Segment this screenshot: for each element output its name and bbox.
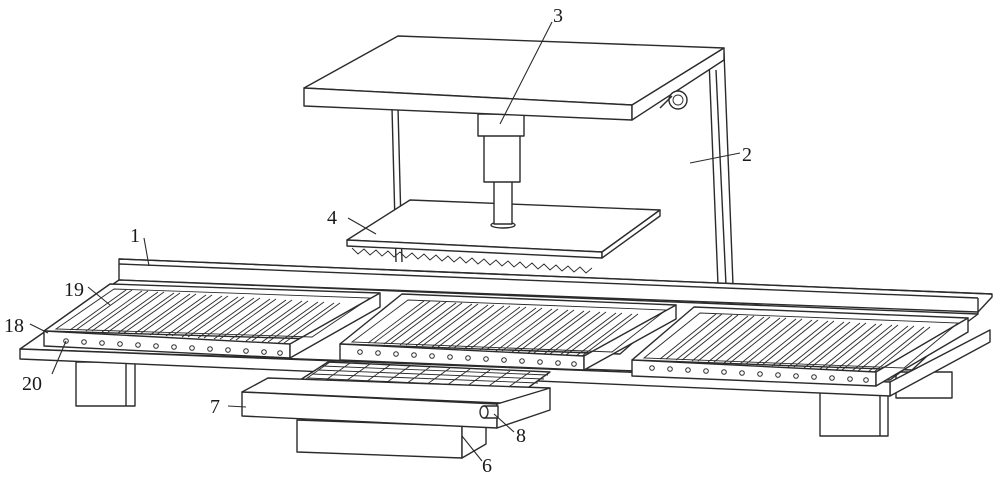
label-8: 8 [516, 425, 526, 447]
label-19: 19 [64, 279, 84, 301]
label-4: 4 [327, 207, 337, 229]
label-1: 1 [130, 225, 140, 247]
label-6: 6 [482, 455, 492, 477]
label-7: 7 [210, 396, 220, 418]
label-2: 2 [742, 144, 752, 166]
label-18: 18 [4, 315, 24, 337]
label-20: 20 [22, 373, 42, 395]
label-3: 3 [553, 5, 563, 27]
top-plate [304, 36, 724, 120]
